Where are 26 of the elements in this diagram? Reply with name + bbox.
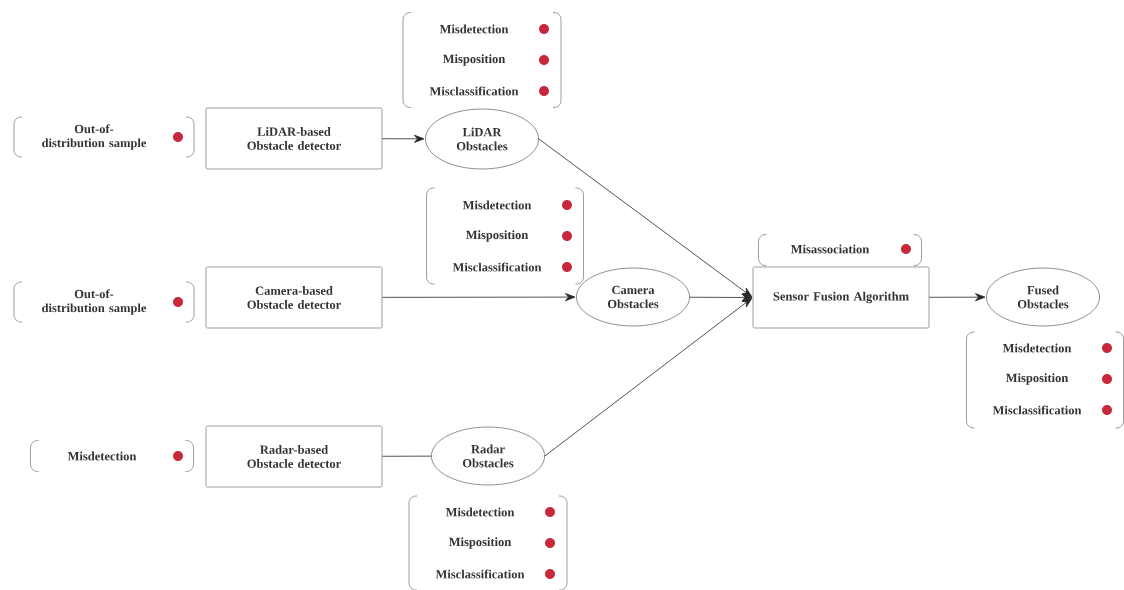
failure-label: Misdetection [1002, 343, 1072, 353]
failure-label: Misdetection [439, 24, 509, 34]
detector-box: LiDAR-based Obstacle detector [205, 107, 383, 170]
failure-label: Out-of-distribution sample [42, 124, 147, 150]
failure-label: Out-of-distribution sample [42, 289, 147, 315]
failure-label: Misclassification [435, 569, 525, 579]
failure-label: Misclassification [429, 86, 519, 96]
arrow [544, 297, 753, 457]
arrow [381, 293, 576, 302]
detector-box: Camera-based Obstacle detector [205, 266, 383, 329]
failure-label: Misclassification [992, 405, 1082, 415]
failure-label: Misposition [465, 230, 529, 242]
arrow [928, 293, 986, 302]
arrow [538, 138, 753, 298]
failure-label: Misdetection [445, 507, 515, 517]
arrow [381, 134, 425, 143]
failure-label: Misassociation [791, 244, 870, 254]
failure-label: Misposition [1005, 373, 1069, 385]
failure-label: Misposition [442, 54, 506, 66]
detector-box: Sensor Fusion Algorithm [752, 266, 930, 329]
failure-label: Misdetection [462, 200, 532, 210]
failure-label: Misdetection [67, 451, 137, 461]
detector-box: Radar-based Obstacle detector [205, 425, 383, 488]
failure-label: Misclassification [452, 262, 542, 272]
arrow [689, 293, 752, 302]
failure-label: Misposition [448, 537, 512, 549]
